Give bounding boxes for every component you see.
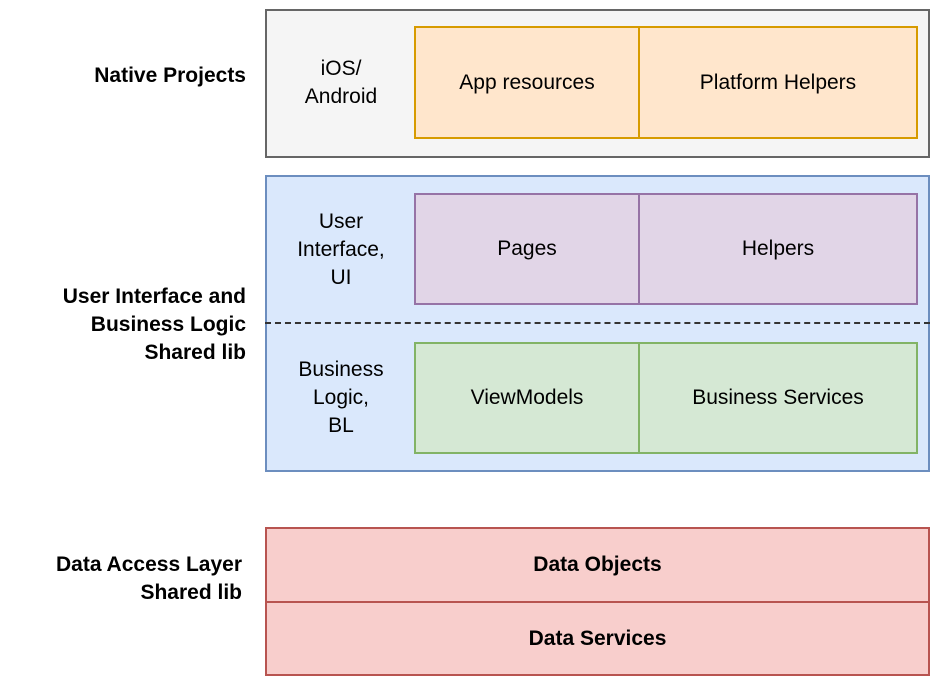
- data-services-box: Data Services: [265, 601, 930, 676]
- data-services-label: Data Services: [528, 626, 667, 650]
- data-access-layer-label: Data Access Layer Shared lib: [0, 549, 242, 609]
- bl-row-label-line: BL: [328, 414, 354, 437]
- bl-row-label-line: Business: [298, 358, 384, 381]
- helpers-label: Helpers: [741, 237, 815, 260]
- viewmodels-label: ViewModels: [470, 386, 584, 409]
- native-platform-label-line: Android: [304, 85, 378, 108]
- data-objects-box: Data Objects: [265, 527, 930, 603]
- business-services-box: Business Services: [638, 342, 918, 454]
- shared-lib-label: User Interface and Business Logic Shared…: [0, 280, 246, 370]
- helpers-box: Helpers: [638, 193, 918, 305]
- shared-lib-label-line: User Interface and: [62, 285, 246, 308]
- native-projects-label-line: Native Projects: [94, 64, 246, 87]
- native-platform-label-line: iOS/: [320, 57, 362, 80]
- platform-helpers-box: Platform Helpers: [638, 26, 918, 139]
- shared-lib-label-line: Shared lib: [144, 341, 246, 364]
- pages-label: Pages: [497, 237, 557, 260]
- viewmodels-box: ViewModels: [414, 342, 640, 454]
- native-platform-label: iOS/ Android: [285, 26, 397, 140]
- app-resources-label: App resources: [459, 70, 595, 94]
- platform-helpers-label: Platform Helpers: [699, 70, 857, 94]
- ui-row-label-line: UI: [330, 266, 352, 289]
- bl-row-label-line: Logic,: [312, 386, 370, 409]
- ui-row-label-line: Interface,: [297, 238, 385, 261]
- native-projects-label: Native Projects: [0, 56, 246, 96]
- data-access-layer-label-line: Shared lib: [140, 581, 242, 604]
- data-objects-label: Data Objects: [533, 553, 662, 576]
- business-services-label: Business Services: [692, 386, 864, 409]
- ui-row-label: User Interface, UI: [278, 194, 404, 306]
- app-resources-box: App resources: [414, 26, 640, 139]
- data-access-layer-label-line: Data Access Layer: [55, 553, 242, 576]
- shared-lib-label-line: Business Logic: [90, 313, 246, 336]
- ui-row-label-line: User: [318, 210, 364, 233]
- pages-box: Pages: [414, 193, 640, 305]
- ui-bl-divider: [265, 322, 930, 324]
- bl-row-label: Business Logic, BL: [278, 342, 404, 454]
